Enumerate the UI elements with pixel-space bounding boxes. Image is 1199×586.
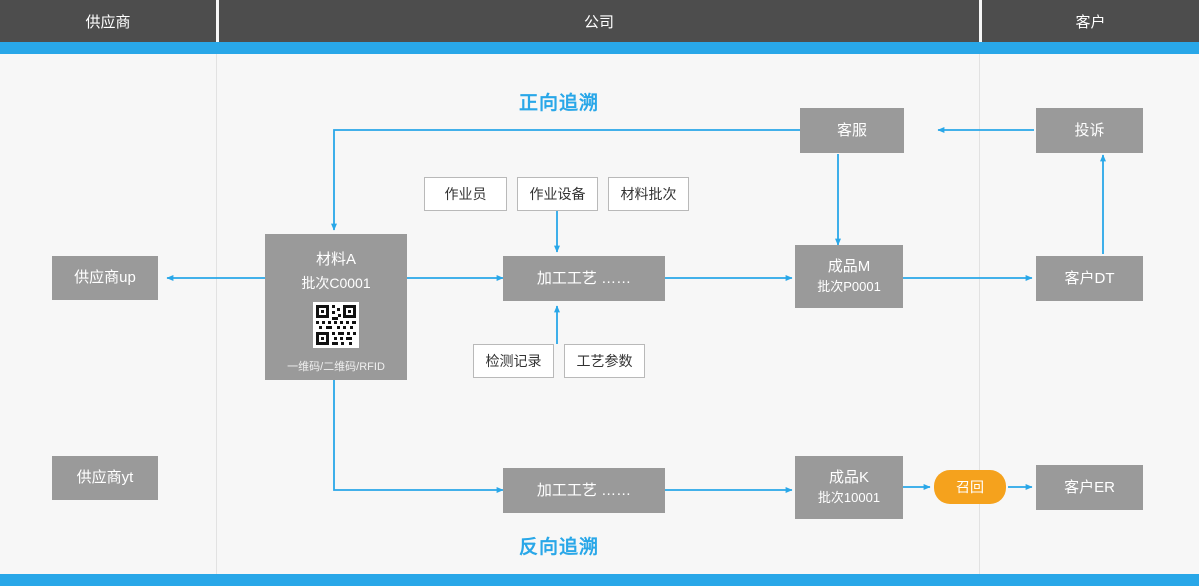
attribute-material-batch[interactable]: 材料批次	[608, 177, 689, 211]
node-supplier-yt[interactable]: 供应商yt	[52, 456, 158, 500]
lane-header-customer-label: 客户	[1075, 13, 1106, 31]
node-recall-badge[interactable]: 召回	[934, 470, 1006, 504]
attribute-inspection-record-label: 检测记录	[485, 353, 542, 369]
node-product-k-batch: 批次10001	[817, 489, 881, 505]
backward-trace-title: 反向追溯	[519, 537, 600, 558]
node-process-top[interactable]: 加工工艺 ……	[503, 256, 665, 301]
attribute-material-batch-label: 材料批次	[620, 186, 677, 202]
lane-header: 供应商 公司 客户	[0, 0, 1199, 51]
node-customer-dt[interactable]: 客户DT	[1036, 256, 1143, 301]
node-customer-er[interactable]: 客户ER	[1036, 465, 1143, 510]
node-product-k-name: 成品K	[828, 469, 869, 487]
node-customer-service[interactable]: 客服	[800, 108, 904, 153]
attribute-equipment-label: 作业设备	[529, 186, 586, 202]
node-process-top-label: 加工工艺 ……	[536, 269, 632, 287]
node-process-bottom[interactable]: 加工工艺 ……	[503, 468, 665, 513]
node-customer-dt-label: 客户DT	[1064, 269, 1115, 287]
node-complaint-label: 投诉	[1074, 121, 1105, 139]
lane-header-supplier-label: 供应商	[85, 13, 131, 31]
attribute-equipment[interactable]: 作业设备	[517, 177, 598, 211]
lane-header-company-label: 公司	[583, 13, 614, 31]
node-process-bottom-label: 加工工艺 ……	[536, 481, 632, 499]
lane-header-customer: 客户	[982, 0, 1199, 51]
node-customer-er-label: 客户ER	[1064, 478, 1115, 496]
attribute-process-parameter-label: 工艺参数	[576, 353, 633, 369]
node-material-a[interactable]: 材料A 批次C0001	[265, 234, 407, 380]
node-supplier-yt-label: 供应商yt	[76, 469, 134, 487]
node-supplier-up[interactable]: 供应商up	[52, 256, 158, 300]
attribute-inspection-record[interactable]: 检测记录	[473, 344, 554, 378]
node-product-m-name: 成品M	[827, 258, 871, 276]
attribute-operator-label: 作业员	[444, 186, 487, 202]
attribute-operator[interactable]: 作业员	[424, 177, 507, 211]
node-material-a-name: 材料A	[315, 251, 356, 268]
node-product-k[interactable]: 成品K 批次10001	[795, 456, 903, 519]
node-customer-service-label: 客服	[836, 121, 867, 139]
node-supplier-up-label: 供应商up	[74, 269, 136, 287]
lane-header-company: 公司	[219, 0, 979, 51]
node-recall-label: 召回	[956, 479, 984, 495]
qr-code-icon	[313, 302, 359, 349]
accent-band-bottom	[0, 574, 1199, 586]
node-complaint[interactable]: 投诉	[1036, 108, 1143, 153]
lane-separator-right	[979, 54, 980, 574]
node-product-m[interactable]: 成品M 批次P0001	[795, 245, 903, 308]
lane-header-supplier: 供应商	[0, 0, 216, 51]
accent-band-top	[0, 42, 1199, 54]
attribute-process-parameter[interactable]: 工艺参数	[564, 344, 645, 378]
node-product-m-batch: 批次P0001	[817, 278, 881, 294]
forward-trace-title: 正向追溯	[519, 93, 600, 114]
lane-separator-left	[216, 54, 217, 574]
node-material-a-batch: 批次C0001	[301, 275, 371, 291]
node-material-a-codetypes: 一维码/二维码/RFID	[287, 361, 385, 374]
